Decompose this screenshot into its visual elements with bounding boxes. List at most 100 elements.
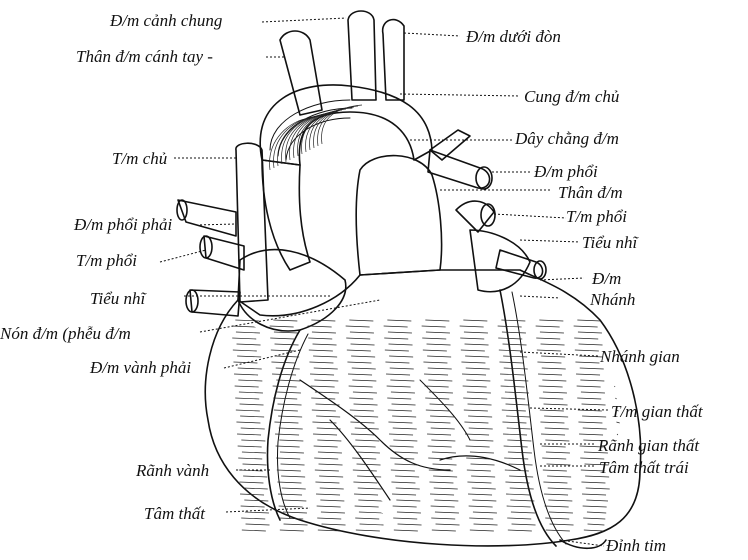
hatch-stroke: [317, 506, 341, 507]
hatch-stroke: [465, 344, 489, 345]
hatch-stroke: [460, 326, 484, 327]
hatch-stroke: [436, 524, 460, 525]
hatch-stroke: [584, 530, 604, 531]
hatch-stroke: [396, 500, 420, 501]
hatch-stroke: [545, 518, 569, 519]
hatch-stroke: [434, 488, 458, 489]
hatch-stroke: [466, 380, 490, 381]
aortic-arch-shape: [260, 85, 432, 165]
hatch-stroke: [466, 368, 490, 369]
hatch-stroke: [355, 440, 379, 441]
hatch-stroke: [587, 512, 606, 513]
hatch-stroke: [540, 410, 564, 411]
hatch-stroke: [392, 494, 416, 495]
hatch-stroke: [237, 344, 261, 345]
hatch-stroke: [312, 410, 336, 411]
hatch-stroke: [232, 338, 256, 339]
hatch-stroke: [389, 344, 413, 345]
hatch-stroke: [348, 374, 372, 375]
hatch-stroke: [582, 416, 606, 417]
hatch-stroke: [278, 404, 302, 405]
hatch-stroke: [474, 524, 498, 525]
hatch-stroke: [242, 530, 266, 531]
hatch-stroke: [507, 518, 531, 519]
branch-line-1: [300, 380, 450, 470]
hatch-stroke: [279, 506, 303, 507]
hatch-stroke: [536, 326, 560, 327]
label-aortic-arch: Cung đ/m chủ: [524, 88, 619, 105]
hatch-stroke: [355, 518, 379, 519]
hatch-stroke: [350, 332, 374, 333]
label-ventricle: Tâm thất: [144, 505, 205, 522]
hatch-stroke: [466, 446, 490, 447]
hatch-stroke: [434, 500, 458, 501]
hatch-stroke: [394, 530, 418, 531]
hatch-stroke: [394, 452, 418, 453]
hatch-stroke: [396, 488, 420, 489]
hatch-stroke: [389, 356, 413, 357]
hatch-stroke: [315, 470, 339, 471]
hatch-stroke: [545, 506, 569, 507]
label-left-ventricle: Tâm thất trái: [599, 459, 689, 476]
hatch-stroke: [312, 332, 336, 333]
hatch-stroke: [544, 494, 568, 495]
subclavian-artery-shape: [383, 20, 404, 100]
hatch-stroke: [431, 428, 455, 429]
hatch-stroke: [429, 482, 453, 483]
hatch-stroke: [512, 524, 536, 525]
hatch-stroke: [464, 422, 488, 423]
hatch-stroke: [276, 458, 300, 459]
hatch-stroke: [346, 326, 370, 327]
hatch-stroke: [578, 422, 602, 423]
hatch-stroke: [616, 422, 619, 423]
hatch-stroke: [355, 428, 379, 429]
right-auricle-shape: [238, 250, 346, 331]
hatch-stroke: [279, 518, 303, 519]
label-pulmonary-trunk: Thân đ/m: [558, 184, 623, 201]
label-vena-cava: T/m chủ: [112, 150, 167, 167]
hatch-stroke: [432, 452, 456, 453]
hatch-stroke: [316, 416, 340, 417]
hatch-stroke: [540, 332, 564, 333]
hatch-stroke: [276, 368, 300, 369]
hatch-stroke: [310, 374, 334, 375]
hatch-stroke: [351, 356, 375, 357]
hatch-stroke: [347, 362, 371, 363]
hatch-stroke: [241, 506, 265, 507]
hatch-stroke: [542, 458, 566, 459]
hatch-stroke: [540, 422, 564, 423]
hatch-stroke: [358, 500, 382, 501]
hatch-stroke: [504, 446, 528, 447]
hatch-stroke: [463, 320, 487, 321]
hatch-stroke: [271, 350, 295, 351]
hatch-stroke: [238, 446, 262, 447]
hatch-stroke: [427, 434, 451, 435]
label-common-carotid-artery: Đ/m cảnh chung: [110, 12, 222, 29]
hatch-stroke: [548, 500, 572, 501]
hatch-stroke: [352, 380, 376, 381]
hatch-stroke: [544, 404, 568, 405]
label-interventricular-branch: Nhánh gian: [600, 348, 680, 365]
label-artery-small: Đ/m: [592, 270, 621, 287]
hatch-stroke: [311, 398, 335, 399]
hatch-stroke: [427, 356, 451, 357]
label-pulmonary-vein-left: T/m phổi: [566, 208, 627, 225]
hatch-stroke: [284, 524, 308, 525]
hatch-stroke: [425, 386, 449, 387]
hatch-stroke: [235, 386, 259, 387]
right-coronary-artery-2: [278, 334, 309, 518]
hatch-stroke: [243, 464, 267, 465]
hatch-stroke: [577, 320, 601, 321]
hatch-stroke: [308, 338, 332, 339]
hatch-stroke: [461, 350, 485, 351]
hatch-stroke: [387, 398, 411, 399]
hatch-stroke: [541, 356, 565, 357]
hatch-stroke: [395, 476, 419, 477]
hatch-stroke: [507, 440, 531, 441]
hatch-stroke: [317, 440, 341, 441]
hatch-stroke: [507, 428, 531, 429]
hatch-stroke: [510, 488, 534, 489]
hatch-stroke: [428, 368, 452, 369]
hatch-stroke: [423, 350, 447, 351]
hatch-stroke: [384, 326, 408, 327]
